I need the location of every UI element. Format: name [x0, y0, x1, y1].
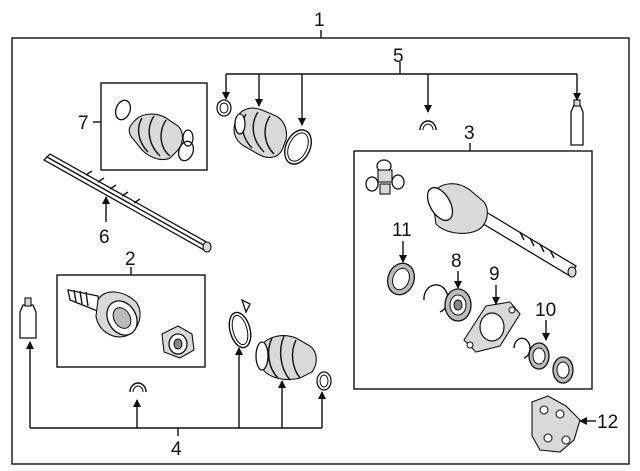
callout-12: 12 — [597, 412, 618, 433]
boot-clamp-large — [284, 129, 312, 165]
callout-5-leaders — [222, 62, 581, 126]
callout-5: 5 — [393, 46, 404, 67]
outer-joint-box — [56, 267, 206, 368]
seal — [386, 241, 416, 296]
washer — [528, 320, 550, 370]
grease-tube-4 — [19, 297, 37, 339]
clamp-large-4 — [228, 298, 252, 349]
clamp-small-4 — [316, 371, 332, 391]
bearing — [444, 271, 472, 322]
callout-6: 6 — [99, 227, 110, 248]
bearing-bracket — [463, 285, 521, 353]
axle-shaft — [42, 153, 212, 253]
callout-2: 2 — [125, 249, 136, 270]
callout-10: 10 — [535, 300, 556, 321]
boot-kit-box — [93, 82, 208, 171]
callout-1: 1 — [314, 10, 325, 31]
inner-boot — [233, 107, 288, 159]
snap-ring — [419, 120, 437, 131]
callout-3: 3 — [464, 123, 475, 144]
callout-11: 11 — [392, 220, 412, 241]
boot-clamp-small — [216, 99, 232, 117]
grease-tube-5 — [570, 99, 584, 146]
inner-joint-box — [353, 143, 593, 390]
callout-4: 4 — [171, 439, 182, 460]
snap-ring-4 — [129, 382, 147, 393]
end-ring — [552, 356, 574, 384]
callout-4-leaders — [26, 341, 326, 436]
inner-joint-housing — [426, 183, 577, 278]
callout-7: 7 — [78, 113, 89, 134]
support-bracket — [531, 395, 596, 453]
circlip — [513, 337, 531, 359]
outer-boot — [255, 335, 317, 381]
bearing-snap-ring — [423, 284, 449, 313]
callout-9: 9 — [489, 264, 500, 285]
tripod-joint — [365, 159, 405, 195]
callout-8: 8 — [451, 251, 462, 272]
outer-assembly-frame — [11, 30, 630, 465]
